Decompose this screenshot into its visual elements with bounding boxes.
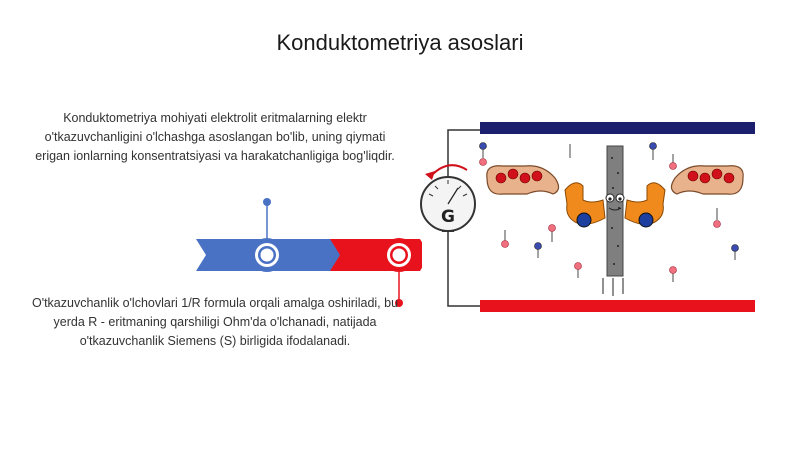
conductometry-illustration: G [420,122,755,312]
right-anion [638,212,654,228]
paragraph-conductometry-definition: Konduktometriya mohiyati elektrolit erit… [35,111,395,163]
right-muscle-arm [624,182,666,225]
timeline-graphic [196,198,422,307]
paragraph-conductance-formula: O'tkazuvchanlik o'lchovlari 1/R formula … [31,296,399,348]
timeline-dot-red [395,299,403,307]
left-anion [576,212,592,228]
central-rod [606,145,624,277]
bottom-electrode-plate [480,300,755,312]
timeline-dot-blue [263,198,271,206]
left-muscle-arm [564,182,606,225]
gauge-label: G [441,207,455,227]
top-electrode-plate [480,122,755,134]
slide-title: Konduktometriya asoslari [276,30,524,55]
free-cations [479,158,721,274]
free-anions [479,142,739,252]
rotation-arrow [430,164,468,177]
